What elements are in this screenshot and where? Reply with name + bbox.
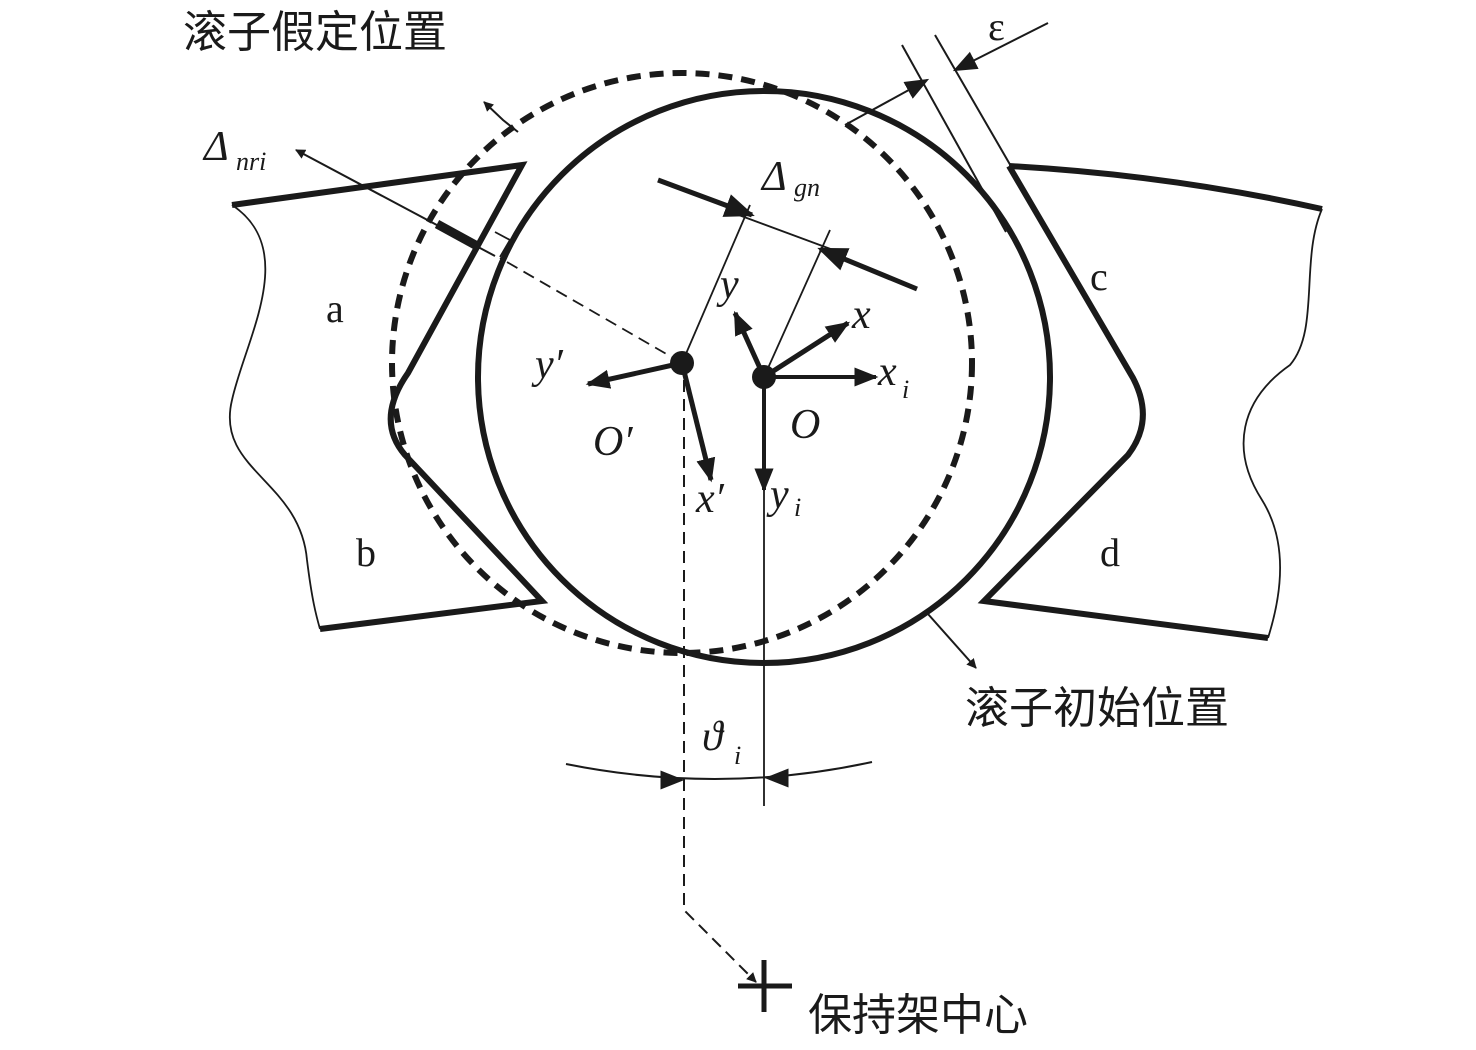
epsilon-arrow-right — [952, 22, 1049, 72]
axis-x-prime-arrow — [679, 362, 716, 483]
right-race-edge — [977, 163, 1323, 641]
axis-y-prime-arrow — [585, 360, 683, 389]
delta-gn-arrow-left — [657, 177, 755, 218]
axis-y-prime-label: y′ — [531, 342, 564, 388]
delta-gn-ext-left — [681, 204, 751, 364]
axis-xi-label: x — [877, 349, 897, 395]
initial-position-label: 滚子初始位置 — [965, 683, 1229, 734]
axis-xi-subscript: i — [902, 375, 909, 404]
initial-position-leader — [927, 613, 977, 669]
assumed-position-leader — [483, 101, 519, 133]
delta-gn-dim-line — [735, 213, 837, 252]
epsilon-line-2 — [934, 34, 1013, 169]
delta-nri-label: Δ — [202, 124, 229, 170]
delta-nri-normal — [499, 257, 683, 364]
delta-gn-arrow-right — [817, 246, 918, 292]
roller-assumed-circle — [389, 70, 975, 656]
left-break-line — [229, 204, 321, 630]
delta-nri-subscript: nri — [236, 147, 266, 176]
epsilon-arrow-left — [844, 78, 930, 126]
theta-label: ϑ — [702, 714, 725, 760]
cage-center-label: 保持架中心 — [808, 990, 1028, 1041]
epsilon-label: ε — [988, 4, 1005, 49]
region-c-label: c — [1090, 254, 1108, 299]
axis-y-label: y — [716, 262, 739, 308]
axis-x-label: x — [851, 292, 871, 338]
axis-x-arrow — [762, 320, 851, 380]
right-break-line — [1242, 208, 1323, 639]
axis-yi-label: y — [766, 472, 789, 518]
origin-O-prime-label: O′ — [593, 419, 633, 465]
delta-gn-label: Δ — [760, 154, 787, 200]
assumed-position-label: 滚子假定位置 — [183, 7, 447, 58]
axis-x-prime-label: x′ — [695, 476, 725, 522]
region-d-label: d — [1100, 530, 1120, 575]
left-race-edge — [231, 161, 549, 632]
theta-arc — [565, 761, 873, 780]
origin-O-label: O — [790, 402, 820, 448]
theta-subscript: i — [734, 741, 741, 770]
delta-nri-strip — [434, 220, 482, 251]
origin-O-prime-dot — [670, 351, 694, 375]
delta-gn-subscript: gn — [794, 173, 820, 202]
region-b-label: b — [356, 530, 376, 575]
epsilon-line-1 — [901, 44, 1007, 233]
axis-yi-subscript: i — [794, 493, 801, 522]
cage-center-dashed-path — [683, 380, 757, 983]
region-a-label: a — [326, 286, 344, 331]
origin-O-dot — [752, 365, 776, 389]
right-angle-mark — [494, 231, 512, 258]
